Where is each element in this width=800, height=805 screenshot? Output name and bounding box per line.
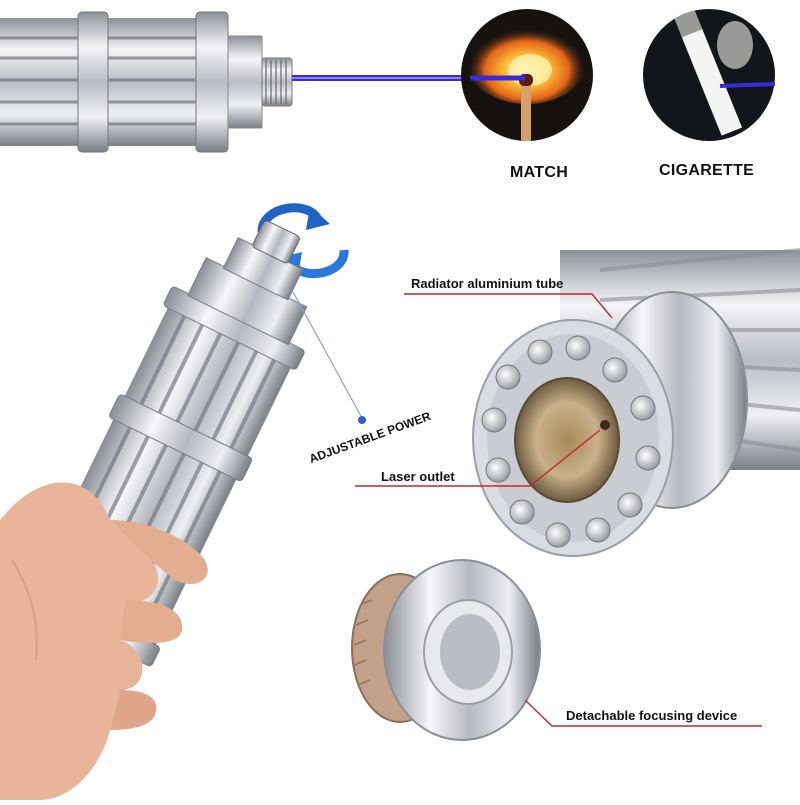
- focusing-device-label: Detachable focusing device: [566, 708, 738, 723]
- focusing-device: [351, 559, 541, 741]
- cigarette-label: CIGARETTE: [659, 162, 755, 179]
- bolt-ring: [481, 335, 661, 548]
- match-demo: [461, 9, 593, 141]
- radiator-tube-label: Radiator aluminium tube: [411, 276, 564, 291]
- match-label: MATCH: [510, 164, 569, 181]
- leader-lines: [355, 293, 762, 727]
- cigarette-demo: [643, 9, 776, 141]
- laser-head-closeup: [472, 248, 800, 557]
- hand: [0, 482, 208, 800]
- top-laser-pointer: [0, 11, 293, 153]
- laser-outlet-label: Laser outlet: [381, 469, 455, 484]
